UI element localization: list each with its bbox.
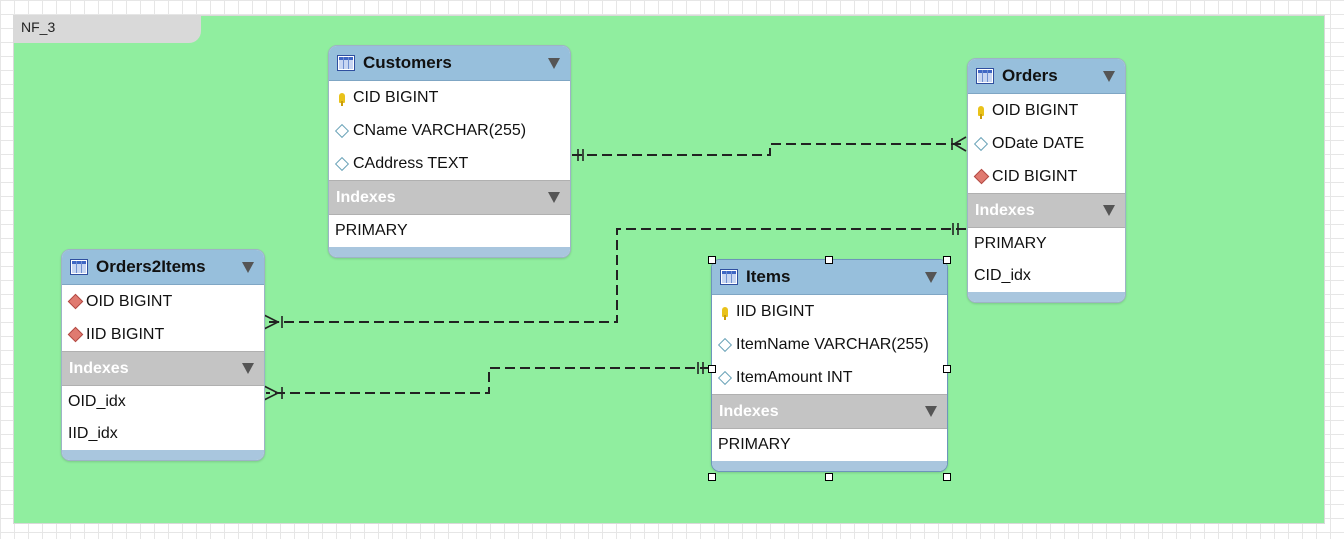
column-row[interactable]: CName VARCHAR(255) xyxy=(329,114,570,147)
foreign-key-icon xyxy=(67,326,83,343)
indexes-header[interactable]: Indexes xyxy=(62,351,264,386)
cardinality-crowfoot xyxy=(263,314,280,330)
column-row[interactable]: ODate DATE xyxy=(968,127,1125,160)
resize-handle[interactable] xyxy=(708,473,716,481)
cardinality-crowfoot xyxy=(263,385,280,401)
column-row[interactable]: ItemName VARCHAR(255) xyxy=(712,328,947,361)
column-label: ODate DATE xyxy=(992,134,1085,152)
column-label: CAddress TEXT xyxy=(353,154,469,172)
collapse-triangle-icon[interactable] xyxy=(548,192,560,203)
primary-key-icon xyxy=(974,104,988,119)
column-label: IID BIGINT xyxy=(86,325,165,343)
indexes-header[interactable]: Indexes xyxy=(329,180,570,215)
indexes-header[interactable]: Indexes xyxy=(968,193,1125,228)
index-row[interactable]: PRIMARY xyxy=(974,235,1047,252)
collapse-triangle-icon[interactable] xyxy=(925,271,937,283)
index-row[interactable]: PRIMARY xyxy=(718,436,791,453)
cardinality-crowfoot xyxy=(952,136,967,152)
column-label: OID BIGINT xyxy=(86,292,173,310)
table-name: Orders xyxy=(1002,66,1058,85)
primary-key-icon xyxy=(718,305,732,320)
column-label: ItemName VARCHAR(255) xyxy=(736,335,929,353)
collapse-triangle-icon[interactable] xyxy=(925,406,937,417)
column-row[interactable]: IID BIGINT xyxy=(712,295,947,328)
column-diamond-icon xyxy=(973,136,989,151)
column-label: OID BIGINT xyxy=(992,101,1079,119)
column-row[interactable]: CID BIGINT xyxy=(329,81,570,114)
resize-handle[interactable] xyxy=(825,473,833,481)
table-footer xyxy=(329,247,570,257)
table-header[interactable]: Orders xyxy=(968,59,1125,94)
table-orders[interactable]: Orders OID BIGINT ODate DATE CID BIGINT … xyxy=(967,58,1126,303)
table-orders2items[interactable]: Orders2Items OID BIGINT IID BIGINT Index… xyxy=(61,249,265,461)
table-name: Items xyxy=(746,267,791,286)
foreign-key-icon xyxy=(67,293,83,310)
index-row[interactable]: IID_idx xyxy=(68,425,118,442)
collapse-triangle-icon[interactable] xyxy=(1103,70,1115,82)
table-footer xyxy=(62,450,264,460)
resize-handle[interactable] xyxy=(825,256,833,264)
table-header[interactable]: Items xyxy=(712,260,947,295)
column-row[interactable]: ItemAmount INT xyxy=(712,361,947,394)
layer-title[interactable]: NF_3 xyxy=(13,15,201,43)
column-diamond-icon xyxy=(717,370,733,385)
table-icon xyxy=(976,68,994,84)
column-diamond-icon xyxy=(334,123,350,138)
collapse-triangle-icon[interactable] xyxy=(548,57,560,69)
relationship-items-orders2items xyxy=(266,367,710,394)
table-customers[interactable]: Customers CID BIGINT CName VARCHAR(255) … xyxy=(328,45,571,258)
foreign-key-icon xyxy=(973,168,989,185)
indexes-label: Indexes xyxy=(69,359,129,377)
column-diamond-icon xyxy=(717,337,733,352)
collapse-triangle-icon[interactable] xyxy=(242,363,254,374)
column-label: CID BIGINT xyxy=(992,167,1078,185)
index-row[interactable]: OID_idx xyxy=(68,393,126,410)
index-row[interactable]: PRIMARY xyxy=(335,222,408,239)
column-row[interactable]: CAddress TEXT xyxy=(329,147,570,180)
table-icon xyxy=(720,269,738,285)
column-row[interactable]: OID BIGINT xyxy=(62,285,264,318)
collapse-triangle-icon[interactable] xyxy=(1103,205,1115,216)
indexes-label: Indexes xyxy=(336,188,396,206)
column-row[interactable]: CID BIGINT xyxy=(968,160,1125,193)
index-row[interactable]: CID_idx xyxy=(974,267,1031,284)
table-header[interactable]: Customers xyxy=(329,46,570,81)
table-footer xyxy=(968,292,1125,302)
table-icon xyxy=(337,55,355,71)
indexes-label: Indexes xyxy=(719,402,779,420)
column-row[interactable]: IID BIGINT xyxy=(62,318,264,351)
resize-handle[interactable] xyxy=(943,256,951,264)
resize-handle[interactable] xyxy=(943,365,951,373)
resize-handle[interactable] xyxy=(708,256,716,264)
table-name: Customers xyxy=(363,53,452,72)
column-label: CName VARCHAR(255) xyxy=(353,121,527,139)
relationship-orders-orders2items xyxy=(266,228,966,323)
table-icon xyxy=(70,259,88,275)
column-diamond-icon xyxy=(334,156,350,171)
indexes-header[interactable]: Indexes xyxy=(712,394,947,429)
table-items[interactable]: Items IID BIGINT ItemName VARCHAR(255) I… xyxy=(711,259,948,472)
primary-key-icon xyxy=(335,91,349,106)
table-header[interactable]: Orders2Items xyxy=(62,250,264,285)
column-label: CID BIGINT xyxy=(353,88,439,106)
table-footer xyxy=(712,461,947,471)
resize-handle[interactable] xyxy=(943,473,951,481)
collapse-triangle-icon[interactable] xyxy=(242,261,254,273)
relationship-customers-orders xyxy=(572,143,966,156)
table-name: Orders2Items xyxy=(96,257,206,276)
indexes-label: Indexes xyxy=(975,201,1035,219)
column-label: IID BIGINT xyxy=(736,302,815,320)
column-row[interactable]: OID BIGINT xyxy=(968,94,1125,127)
column-label: ItemAmount INT xyxy=(736,368,853,386)
resize-handle[interactable] xyxy=(708,365,716,373)
